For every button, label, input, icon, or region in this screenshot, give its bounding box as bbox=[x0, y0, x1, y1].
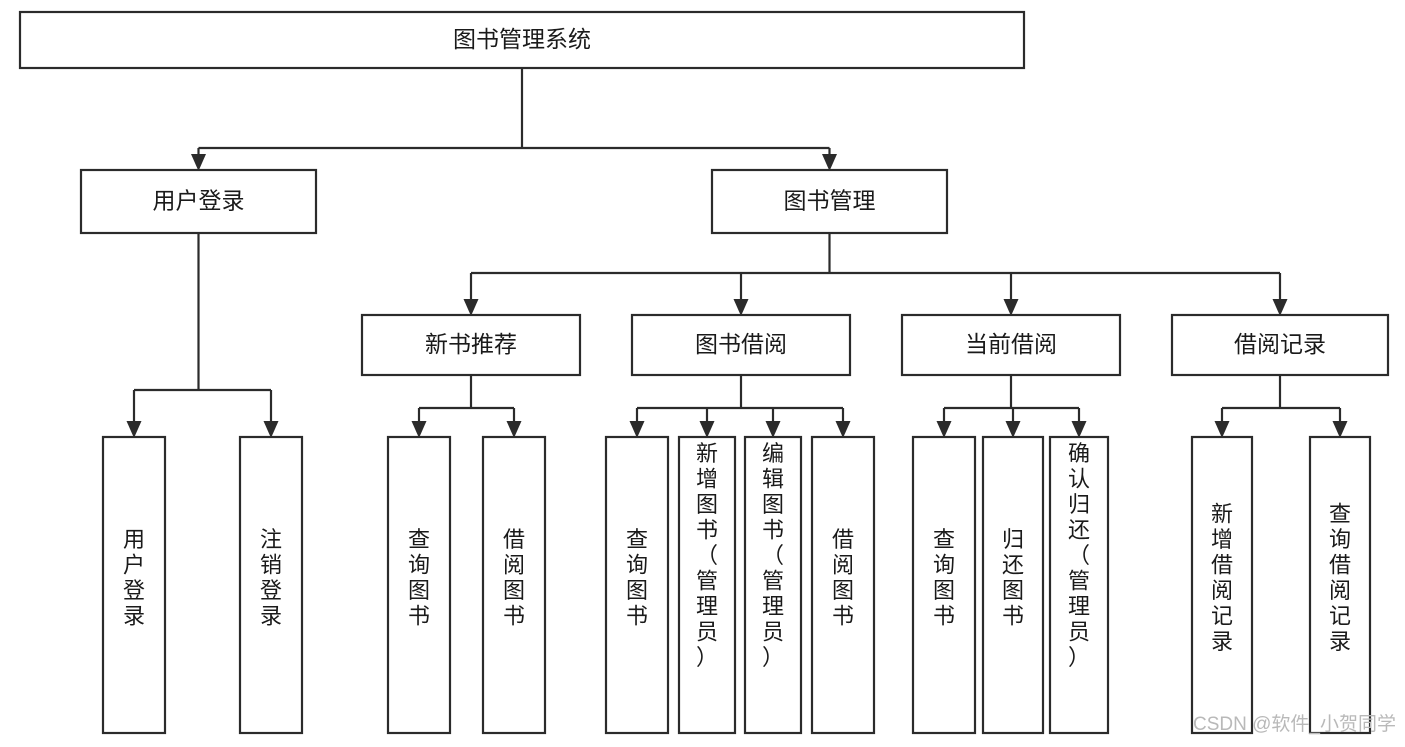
node-box-leaf-query-book-2[interactable] bbox=[604, 435, 670, 735]
node-leaf-borrow-book-2[interactable]: 借阅图书 bbox=[810, 435, 876, 735]
node-leaf-query-book-1[interactable]: 查询图书 bbox=[386, 435, 452, 735]
connector-layer bbox=[126, 68, 1348, 438]
node-box-leaf-user-login[interactable] bbox=[101, 435, 167, 735]
node-box-leaf-confirm-return[interactable] bbox=[1048, 435, 1110, 735]
connector-new-book-recommend-to-leaves-arrow-1 bbox=[506, 421, 522, 438]
node-label-leaf-user-login: 用户登录 bbox=[123, 527, 145, 629]
connector-current-borrow-to-leaves-arrow-0 bbox=[936, 421, 952, 438]
node-label-leaf-query-record: 查询借阅记录 bbox=[1329, 501, 1351, 654]
node-label-new-book-recommend: 新书推荐 bbox=[425, 331, 517, 357]
connector-book-borrow-to-leaves-arrow-2 bbox=[765, 421, 781, 438]
node-label-leaf-query-book-3: 查询图书 bbox=[933, 527, 955, 629]
node-leaf-query-book-3[interactable]: 查询图书 bbox=[911, 435, 977, 735]
connector-current-borrow-to-leaves-arrow-2 bbox=[1071, 421, 1087, 438]
connector-current-borrow-to-leaves-arrow-1 bbox=[1005, 421, 1021, 438]
node-book-manage[interactable]: 图书管理 bbox=[710, 168, 949, 235]
node-box-leaf-borrow-book-1[interactable] bbox=[481, 435, 547, 735]
node-box-current-borrow[interactable] bbox=[900, 313, 1122, 377]
connector-current-borrow-to-leaves bbox=[936, 375, 1087, 438]
connector-book-borrow-to-leaves-arrow-1 bbox=[699, 421, 715, 438]
node-box-leaf-logout[interactable] bbox=[238, 435, 304, 735]
node-leaf-logout[interactable]: 注销登录 bbox=[238, 435, 304, 735]
node-label-leaf-return-book: 归还图书 bbox=[1002, 527, 1024, 629]
connector-bookmanage-to-level2 bbox=[463, 233, 1288, 316]
connector-userlogin-to-leaves-arrow-1 bbox=[263, 421, 279, 438]
node-leaf-borrow-book-1[interactable]: 借阅图书 bbox=[481, 435, 547, 735]
node-current-borrow[interactable]: 当前借阅 bbox=[900, 313, 1122, 377]
node-label-borrow-record: 借阅记录 bbox=[1234, 331, 1326, 357]
node-box-leaf-edit-book[interactable] bbox=[743, 435, 803, 735]
connector-root-to-level1-arrow-0 bbox=[191, 154, 206, 171]
node-box-new-book-recommend[interactable] bbox=[360, 313, 582, 377]
connector-bookmanage-to-level2-arrow-2 bbox=[1003, 299, 1019, 316]
node-box-leaf-return-book[interactable] bbox=[981, 435, 1045, 735]
connector-root-to-level1 bbox=[191, 68, 837, 171]
connector-root-to-level1-arrow-1 bbox=[822, 154, 837, 171]
connector-bookmanage-to-level2-arrow-0 bbox=[463, 299, 479, 316]
node-label-book-borrow: 图书借阅 bbox=[695, 331, 787, 357]
node-layer: 图书管理系统用户登录图书管理新书推荐图书借阅当前借阅借阅记录用户登录注销登录查询… bbox=[18, 10, 1390, 735]
node-book-borrow[interactable]: 图书借阅 bbox=[630, 313, 852, 377]
connector-borrow-record-to-leaves-arrow-1 bbox=[1332, 421, 1348, 438]
node-box-leaf-borrow-book-2[interactable] bbox=[810, 435, 876, 735]
node-box-leaf-query-book-3[interactable] bbox=[911, 435, 977, 735]
node-box-leaf-query-book-1[interactable] bbox=[386, 435, 452, 735]
node-label-root: 图书管理系统 bbox=[453, 26, 591, 52]
node-user-login[interactable]: 用户登录 bbox=[79, 168, 318, 235]
node-label-leaf-edit-book: 编辑图书（管理员） bbox=[762, 441, 784, 670]
node-label-leaf-borrow-book-1: 借阅图书 bbox=[503, 527, 525, 629]
node-leaf-return-book[interactable]: 归还图书 bbox=[981, 435, 1045, 735]
node-borrow-record[interactable]: 借阅记录 bbox=[1170, 313, 1390, 377]
connector-bookmanage-to-level2-arrow-3 bbox=[1272, 299, 1288, 316]
connector-userlogin-to-leaves-arrow-0 bbox=[126, 421, 142, 438]
node-box-user-login[interactable] bbox=[79, 168, 318, 235]
node-box-leaf-query-record[interactable] bbox=[1308, 435, 1372, 735]
connector-book-borrow-to-leaves-arrow-0 bbox=[629, 421, 645, 438]
node-box-book-manage[interactable] bbox=[710, 168, 949, 235]
node-leaf-query-book-2[interactable]: 查询图书 bbox=[604, 435, 670, 735]
node-label-leaf-query-book-1: 查询图书 bbox=[408, 527, 430, 629]
connector-borrow-record-to-leaves bbox=[1214, 375, 1348, 438]
node-leaf-user-login[interactable]: 用户登录 bbox=[101, 435, 167, 735]
node-label-user-login: 用户登录 bbox=[153, 188, 245, 214]
connector-borrow-record-to-leaves-arrow-0 bbox=[1214, 421, 1230, 438]
node-box-leaf-add-book[interactable] bbox=[677, 435, 737, 735]
connector-new-book-recommend-to-leaves bbox=[411, 375, 522, 438]
node-label-leaf-add-record: 新增借阅记录 bbox=[1211, 501, 1233, 654]
node-box-root[interactable] bbox=[18, 10, 1026, 70]
node-label-current-borrow: 当前借阅 bbox=[965, 331, 1057, 357]
connector-bookmanage-to-level2-arrow-1 bbox=[733, 299, 749, 316]
node-new-book-recommend[interactable]: 新书推荐 bbox=[360, 313, 582, 377]
node-leaf-add-record[interactable]: 新增借阅记录 bbox=[1190, 435, 1254, 735]
csdn-watermark: CSDN @软件_小贺同学 bbox=[1193, 713, 1396, 735]
node-box-borrow-record[interactable] bbox=[1170, 313, 1390, 377]
node-label-book-manage: 图书管理 bbox=[784, 188, 876, 214]
node-leaf-add-book[interactable]: 新增图书（管理员） bbox=[677, 435, 737, 735]
node-label-leaf-add-book: 新增图书（管理员） bbox=[696, 441, 718, 670]
node-leaf-edit-book[interactable]: 编辑图书（管理员） bbox=[743, 435, 803, 735]
connector-new-book-recommend-to-leaves-arrow-0 bbox=[411, 421, 427, 438]
node-leaf-query-record[interactable]: 查询借阅记录 bbox=[1308, 435, 1372, 735]
node-root[interactable]: 图书管理系统 bbox=[18, 10, 1026, 70]
node-box-book-borrow[interactable] bbox=[630, 313, 852, 377]
connector-book-borrow-to-leaves-arrow-3 bbox=[835, 421, 851, 438]
connector-userlogin-to-leaves bbox=[126, 233, 279, 438]
node-box-leaf-add-record[interactable] bbox=[1190, 435, 1254, 735]
node-label-leaf-confirm-return: 确认归还（管理员） bbox=[1068, 441, 1090, 670]
node-label-leaf-borrow-book-2: 借阅图书 bbox=[832, 527, 854, 629]
node-leaf-confirm-return[interactable]: 确认归还（管理员） bbox=[1048, 435, 1110, 735]
node-label-leaf-logout: 注销登录 bbox=[260, 527, 282, 629]
connector-book-borrow-to-leaves bbox=[629, 375, 851, 438]
node-label-leaf-query-book-2: 查询图书 bbox=[626, 527, 648, 629]
